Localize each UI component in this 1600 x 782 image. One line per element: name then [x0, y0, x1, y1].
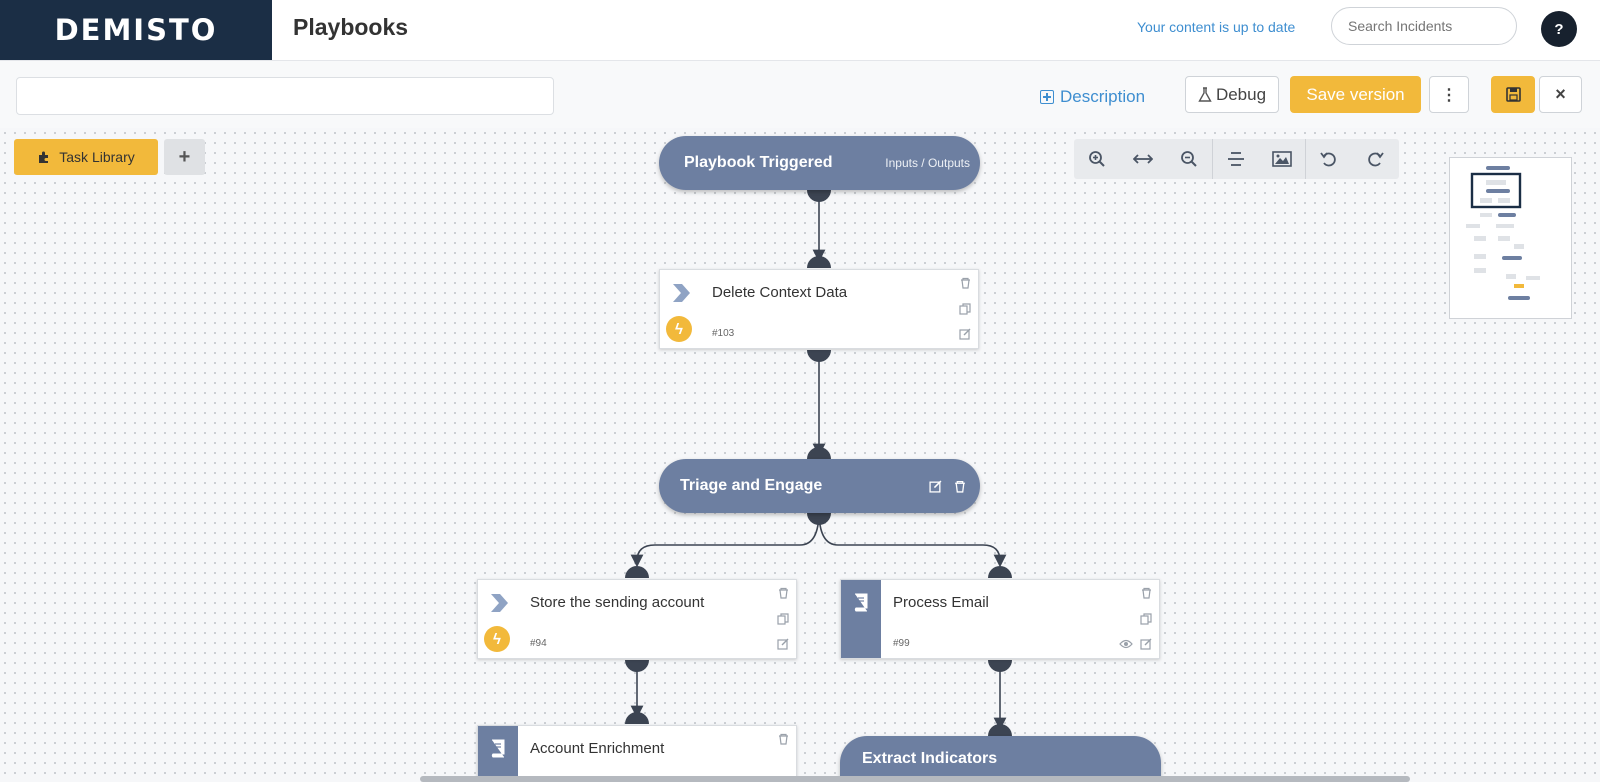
fit-width-button[interactable]: [1120, 139, 1166, 179]
task-id: #94: [530, 638, 547, 649]
task-id: #103: [712, 328, 735, 339]
inputs-outputs-link[interactable]: Inputs / Outputs: [885, 156, 970, 170]
canvas-view-toolbar: [1074, 139, 1399, 179]
zoom-out-icon: [1181, 151, 1197, 167]
zoom-in-button[interactable]: [1074, 139, 1120, 179]
task-id: #99: [893, 638, 910, 649]
task-library-label: Task Library: [59, 149, 135, 165]
debug-label: Debug: [1215, 84, 1267, 104]
align-center-icon: [1228, 152, 1244, 166]
task-account-enrichment[interactable]: Account Enrichment: [477, 725, 797, 782]
playbook-toolbar: Description Debug Save version ⋮ ×: [0, 61, 1600, 128]
node-title: Extract Indicators: [862, 750, 998, 767]
app-header: DEMISTO Playbooks Your content is up to …: [0, 0, 1600, 61]
task-title: Process Email: [893, 594, 989, 611]
horizontal-scrollbar[interactable]: [420, 776, 1410, 782]
edit-icon[interactable]: [929, 480, 942, 493]
demisto-logo[interactable]: DEMISTO: [0, 0, 272, 60]
export-image-button[interactable]: [1259, 139, 1305, 179]
zoom-out-button[interactable]: [1166, 139, 1212, 179]
triage-and-engage-node[interactable]: Triage and Engage: [659, 459, 980, 513]
align-center-button[interactable]: [1213, 139, 1259, 179]
chevron-right-icon: [673, 284, 690, 302]
sub-playbook-bar: [841, 580, 881, 658]
view-eye-icon[interactable]: [1119, 637, 1133, 651]
playbook-triggered-node[interactable]: Playbook Triggered Inputs / Outputs: [659, 136, 980, 190]
description-button[interactable]: Description: [1040, 87, 1145, 107]
edit-icon[interactable]: [1139, 637, 1153, 651]
node-actions: [929, 480, 966, 493]
extract-indicators-node[interactable]: Extract Indicators: [840, 736, 1161, 782]
book-icon: [491, 739, 505, 758]
image-icon: [1272, 151, 1292, 167]
automation-bolt-icon: ϟ: [484, 626, 510, 652]
playbook-name-input[interactable]: [16, 77, 554, 115]
undo-icon: [1320, 152, 1336, 167]
toolbar-separator: [1305, 139, 1306, 179]
task-title: Account Enrichment: [530, 740, 665, 757]
save-button[interactable]: [1491, 76, 1535, 113]
node-title: Triage and Engage: [680, 477, 823, 494]
task-store-sending-account[interactable]: ϟ Store the sending account #94: [477, 579, 797, 659]
copy-icon[interactable]: [958, 302, 972, 316]
content-status-text[interactable]: Your content is up to date: [1137, 19, 1296, 35]
automation-bolt-icon: ϟ: [666, 316, 692, 342]
undo-button[interactable]: [1306, 139, 1352, 179]
close-button[interactable]: ×: [1539, 76, 1582, 113]
task-library-button[interactable]: Task Library: [14, 139, 158, 175]
trash-icon[interactable]: [776, 732, 790, 746]
flow-connectors: [625, 190, 1012, 736]
floppy-disk-icon: [1505, 87, 1521, 102]
task-delete-context-data[interactable]: ϟ Delete Context Data #103: [659, 269, 979, 349]
trash-icon[interactable]: [958, 276, 972, 290]
edit-icon[interactable]: [776, 637, 790, 651]
page-title: Playbooks: [293, 14, 409, 40]
node-title: Playbook Triggered: [684, 154, 833, 171]
minimap-preview: [1466, 166, 1540, 300]
task-title: Store the sending account: [530, 594, 705, 611]
flask-icon: [1198, 86, 1212, 102]
book-icon: [854, 593, 868, 612]
puzzle-icon: [39, 151, 49, 163]
description-label: Description: [1060, 87, 1146, 106]
redo-button[interactable]: [1352, 139, 1398, 179]
copy-icon[interactable]: [776, 612, 790, 626]
fit-width-icon: [1133, 154, 1153, 164]
help-button[interactable]: ?: [1541, 11, 1577, 47]
search-incidents-input[interactable]: [1331, 7, 1517, 45]
copy-icon[interactable]: [1139, 612, 1153, 626]
save-version-button[interactable]: Save version: [1290, 76, 1421, 113]
task-process-email[interactable]: Process Email #99: [840, 579, 1160, 659]
more-options-button[interactable]: ⋮: [1429, 76, 1469, 113]
trash-icon[interactable]: [1139, 586, 1153, 600]
toolbar-separator: [1212, 139, 1213, 179]
redo-icon: [1368, 152, 1384, 167]
trash-icon[interactable]: [954, 480, 966, 493]
canvas-minimap[interactable]: [1449, 157, 1572, 319]
add-task-button[interactable]: +: [164, 139, 205, 175]
playbook-canvas[interactable]: Task Library +: [0, 128, 1600, 782]
task-title: Delete Context Data: [712, 284, 848, 301]
zoom-in-icon: [1089, 151, 1105, 167]
edit-icon[interactable]: [958, 327, 972, 341]
plus-square-icon: [1040, 90, 1054, 104]
trash-icon[interactable]: [776, 586, 790, 600]
debug-button[interactable]: Debug: [1185, 76, 1279, 113]
chevron-right-icon: [491, 594, 508, 612]
